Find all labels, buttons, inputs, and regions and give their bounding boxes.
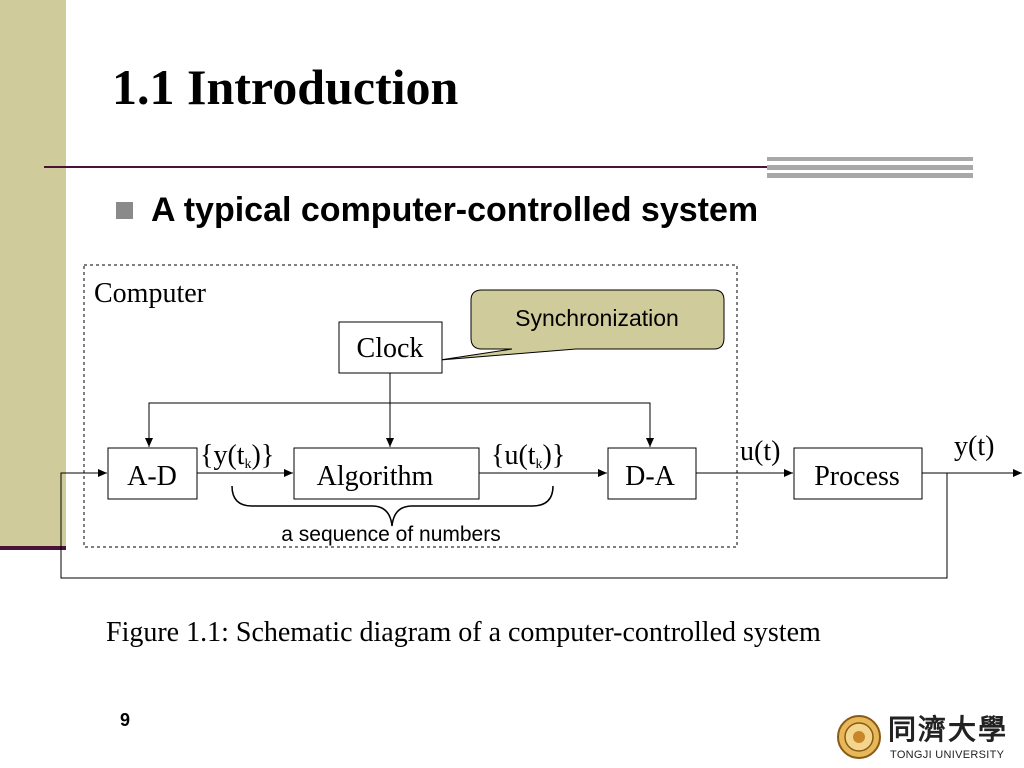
page-number: 9	[120, 710, 131, 730]
process-block	[793, 447, 923, 500]
bullet-heading: A typical computer-controlled system	[151, 191, 759, 229]
figure-caption: Figure 1.1: Schematic diagram of a compu…	[106, 617, 821, 648]
slide-title: 1.1 Introduction	[112, 59, 459, 115]
university-name-chinese: 同濟大學	[888, 713, 1009, 746]
feedback-loop-line	[60, 469, 948, 579]
algorithm-block	[293, 447, 480, 500]
ad-block	[107, 447, 198, 500]
title-rule	[44, 166, 972, 168]
clock-block	[338, 321, 443, 374]
synchronization-callout: Synchronization	[439, 289, 725, 361]
da-label: D-A	[625, 461, 676, 492]
sequence-brace	[231, 485, 554, 527]
ut-label: u(t)	[740, 436, 780, 467]
brace-label: a sequence of numbers	[281, 523, 500, 546]
title-accent-bars	[767, 157, 973, 179]
slide-sidebar	[0, 0, 66, 548]
synchronization-label: Synchronization	[515, 305, 679, 331]
u-sequence-label: {u(tk)}	[491, 440, 565, 472]
sidebar-divider	[0, 546, 66, 550]
yt-label: y(t)	[954, 431, 994, 462]
computer-boundary	[83, 264, 738, 548]
university-logo: 同濟大學 TONGJI UNIVERSITY	[836, 712, 1022, 766]
university-seal-icon	[837, 715, 881, 759]
bullet-square-icon	[116, 202, 133, 219]
process-label: Process	[814, 461, 900, 492]
da-block	[607, 447, 697, 500]
clock-label: Clock	[357, 333, 424, 364]
ad-label: A-D	[127, 461, 177, 492]
y-sequence-label: {y(tk)}	[200, 440, 274, 472]
university-name-english: TONGJI UNIVERSITY	[890, 749, 1005, 761]
algorithm-label: Algorithm	[317, 461, 434, 492]
computer-label: Computer	[94, 278, 207, 309]
